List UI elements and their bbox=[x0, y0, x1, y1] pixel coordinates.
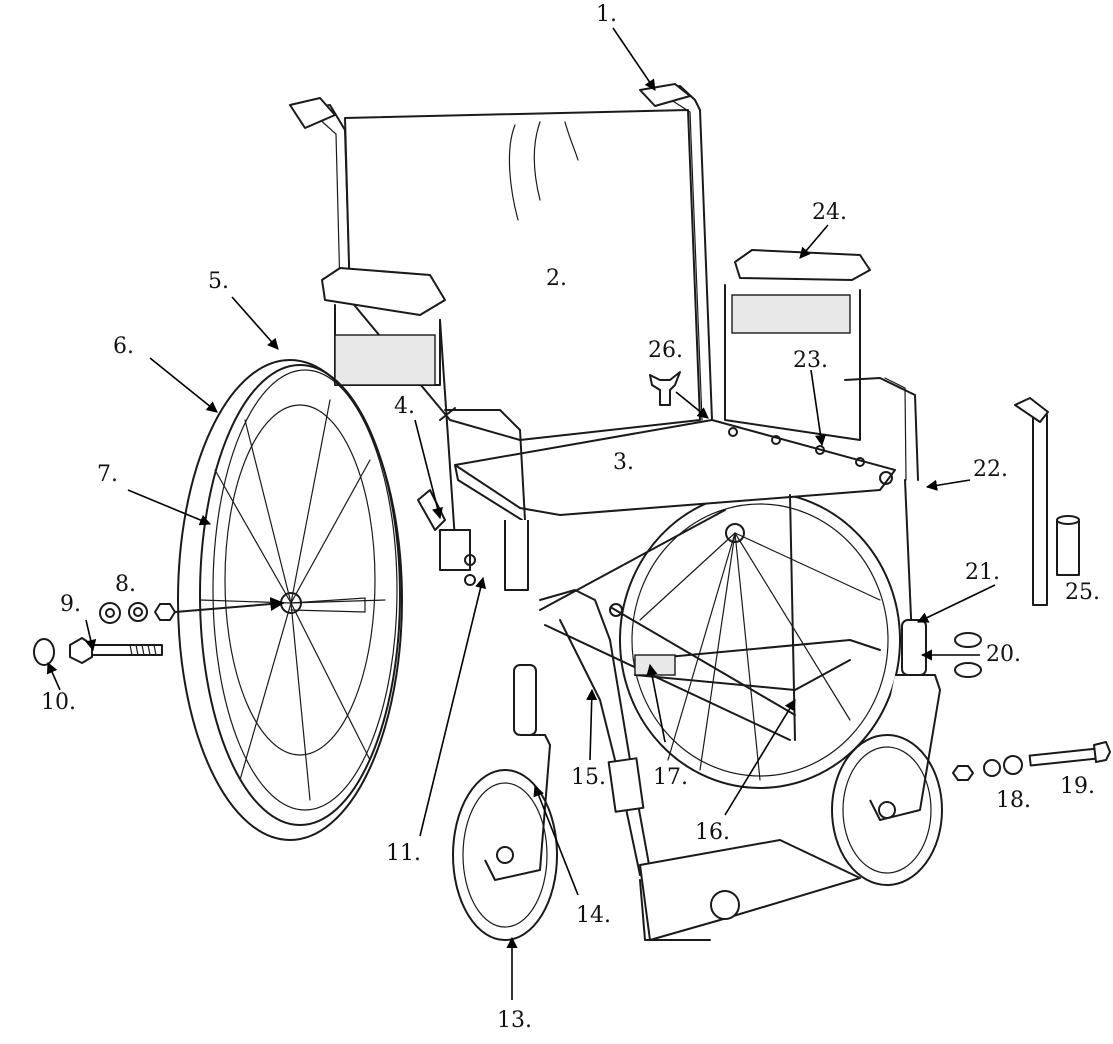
left-axle-hardware bbox=[33, 597, 285, 666]
near-rear-wheel bbox=[177, 359, 403, 841]
right-footrest-hanger bbox=[634, 639, 881, 691]
wheel-lock bbox=[417, 489, 476, 586]
callout-18: 18. bbox=[996, 788, 1031, 813]
left-caster-assembly bbox=[452, 664, 558, 941]
callout-8: 8. bbox=[115, 572, 136, 597]
callout-22: 22. bbox=[973, 457, 1008, 482]
right-axle-hardware bbox=[952, 632, 1111, 781]
callout-26: 26. bbox=[648, 338, 683, 363]
right-side-panel bbox=[731, 294, 851, 334]
callout-2: 2. bbox=[546, 266, 567, 291]
bearing-icon bbox=[99, 602, 121, 624]
callout-19: 19. bbox=[1060, 774, 1095, 799]
callout-20: 20. bbox=[986, 642, 1021, 667]
callout-1: 1. bbox=[596, 2, 617, 27]
callout-24: 24. bbox=[812, 200, 847, 225]
callout-9: 9. bbox=[60, 592, 81, 617]
axle-bolt-shaft bbox=[91, 644, 163, 656]
callout-21: 21. bbox=[965, 560, 1000, 585]
left-front-arm-post bbox=[439, 407, 529, 591]
callout-10: 10. bbox=[41, 690, 76, 715]
callout-3: 3. bbox=[613, 450, 634, 475]
callout-15: 15. bbox=[571, 765, 606, 790]
cross-brace bbox=[539, 494, 796, 741]
footrest-assembly bbox=[539, 589, 861, 941]
callout-25: 25. bbox=[1065, 580, 1100, 605]
callout-11: 11. bbox=[386, 841, 421, 866]
callout-23: 23. bbox=[793, 348, 828, 373]
backrest-clip bbox=[649, 371, 681, 406]
leader-lines bbox=[46, 27, 996, 1000]
washer-icon bbox=[128, 602, 148, 622]
callout-14: 14. bbox=[576, 903, 611, 928]
right-armrest bbox=[724, 249, 919, 641]
left-armrest bbox=[321, 267, 456, 541]
callout-6: 6. bbox=[113, 334, 134, 359]
axle-cap bbox=[33, 638, 55, 666]
far-rear-wheel bbox=[619, 491, 901, 789]
callout-16: 16. bbox=[695, 820, 730, 845]
callout-4: 4. bbox=[394, 394, 415, 419]
callout-17: 17. bbox=[653, 765, 688, 790]
callout-5: 5. bbox=[208, 269, 229, 294]
left-hand-grip bbox=[289, 97, 336, 129]
axle-bolt-head bbox=[69, 637, 93, 664]
right-caster-assembly bbox=[831, 619, 943, 886]
left-side-panel bbox=[334, 334, 436, 386]
footplate bbox=[639, 839, 861, 941]
callout-7: 7. bbox=[97, 462, 118, 487]
nut-icon bbox=[154, 603, 176, 621]
callout-13: 13. bbox=[497, 1008, 532, 1033]
spare-arm-tube bbox=[1014, 397, 1080, 606]
